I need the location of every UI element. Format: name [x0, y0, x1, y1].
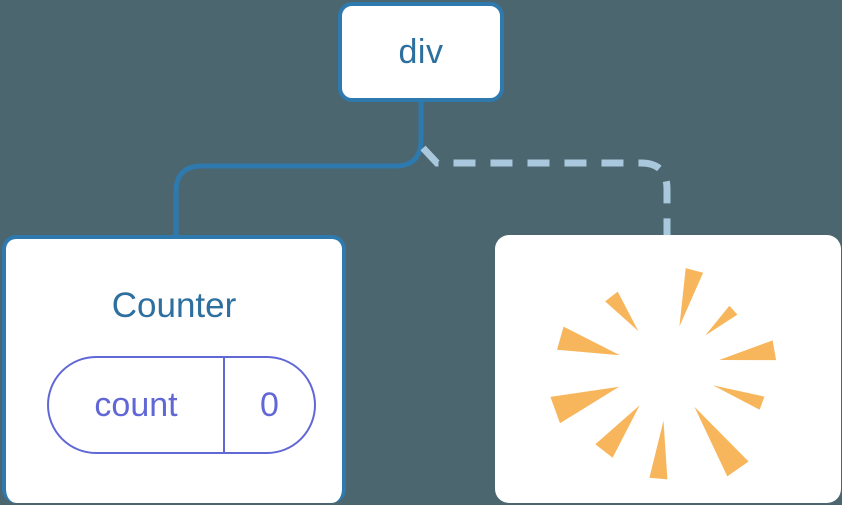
sparkle-ray-4 [694, 406, 749, 477]
edge-div-to-render [420, 145, 671, 238]
node-render-burst[interactable] [495, 235, 841, 503]
sparkle-burst-icon [550, 268, 777, 480]
edge-div-to-counter [173, 100, 424, 238]
prop-key-label: count [94, 386, 178, 424]
sparkle-ray-2 [719, 340, 777, 361]
node-div-label: div [398, 33, 444, 71]
sparkle-ray-9 [605, 291, 639, 332]
sparkle-ray-0 [679, 268, 704, 327]
node-counter-title: Counter [111, 286, 237, 325]
node-div[interactable]: div [338, 2, 504, 102]
node-counter[interactable]: Counter count 0 [2, 235, 346, 503]
sparkle-ray-6 [595, 405, 640, 458]
sparkle-ray-5 [649, 420, 668, 480]
prop-value-label: 0 [260, 386, 279, 424]
sparkle-ray-8 [557, 326, 620, 356]
sparkle-ray-3 [713, 385, 765, 410]
prop-value-cell[interactable]: 0 [225, 358, 314, 452]
prop-pill-count[interactable]: count 0 [47, 356, 316, 454]
sparkle-ray-7 [550, 386, 620, 424]
sparkle-ray-1 [705, 305, 738, 336]
prop-key-cell: count [49, 358, 225, 452]
